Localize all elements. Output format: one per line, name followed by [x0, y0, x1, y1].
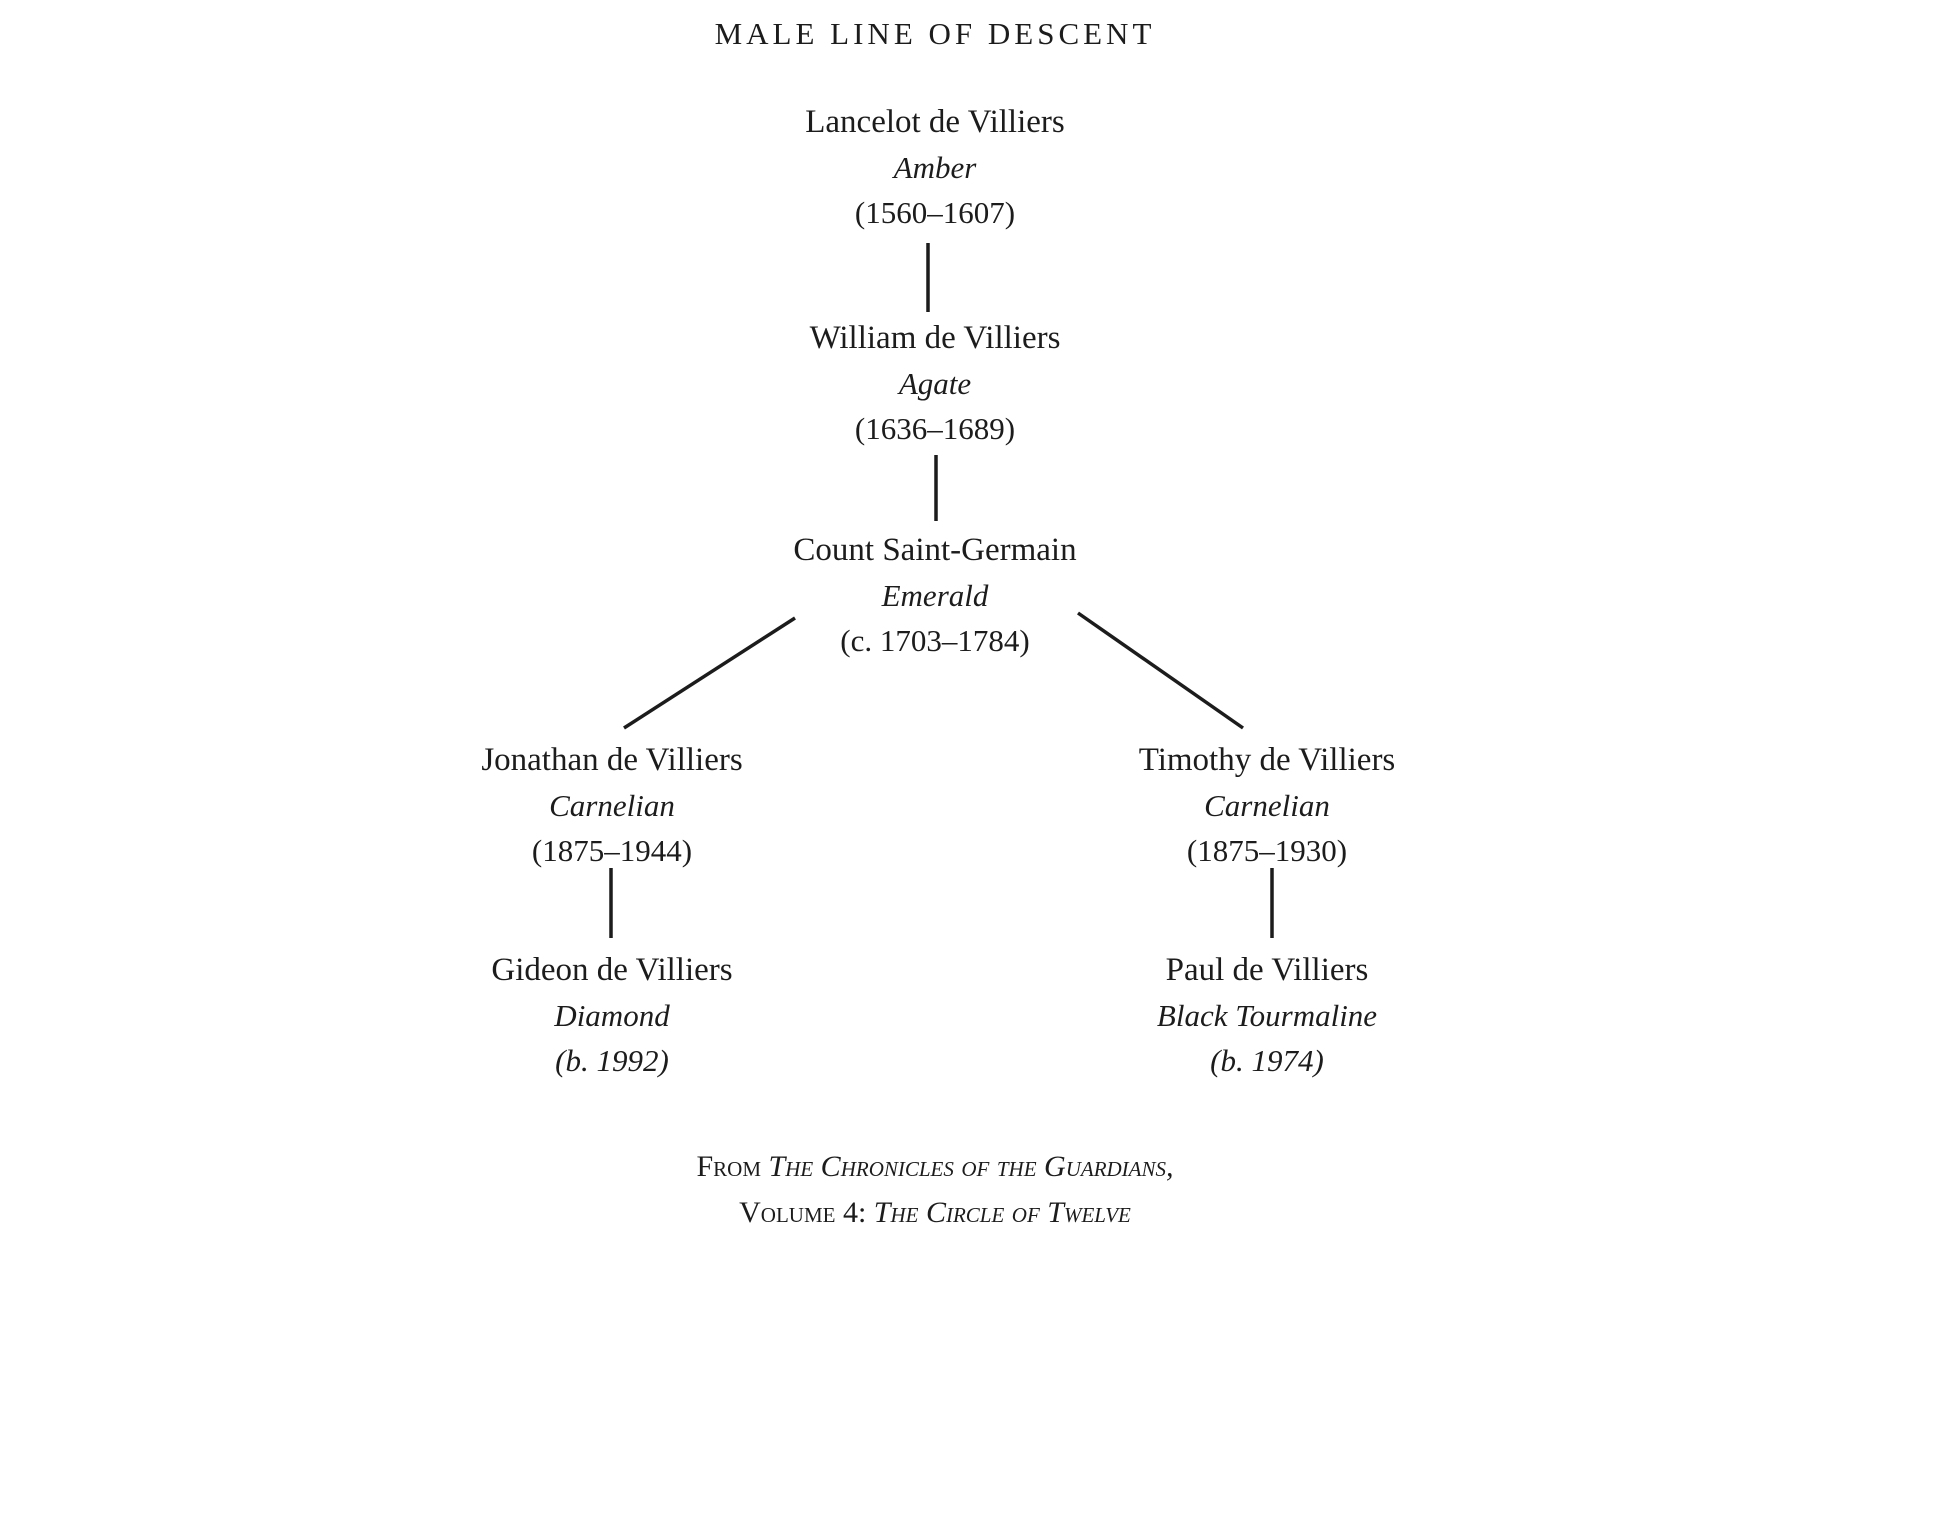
- citation-line-1: From The Chronicles of the Guardians,: [696, 1144, 1173, 1190]
- person-dates: (1875–1930): [1186, 833, 1348, 868]
- connector-saintgermain-jonathan: [623, 616, 796, 730]
- person-stone: Black Tourmaline: [1156, 998, 1378, 1033]
- person-dates: (b. 1974): [1210, 1043, 1324, 1078]
- person-dates: (1875–1944): [531, 833, 693, 868]
- person-name: Jonathan de Villiers: [481, 742, 743, 778]
- diagram-title: MALE LINE OF DESCENT: [714, 16, 1156, 51]
- person-node-lancelot: Lancelot de Villiers Amber (1560–1607): [805, 100, 1065, 235]
- citation-line-2: Volume 4: The Circle of Twelve: [696, 1190, 1173, 1236]
- source-citation: From The Chronicles of the Guardians, Vo…: [696, 1144, 1173, 1236]
- person-stone: Carnelian: [1204, 788, 1330, 823]
- person-name: Count Saint-Germain: [793, 532, 1077, 568]
- person-stone: Emerald: [881, 578, 989, 613]
- person-node-paul: Paul de Villiers Black Tourmaline (b. 19…: [1157, 948, 1377, 1083]
- person-name: Timothy de Villiers: [1138, 742, 1396, 778]
- citation-book-title: The Chronicles of the Guardians,: [768, 1150, 1174, 1183]
- person-node-jonathan: Jonathan de Villiers Carnelian (1875–194…: [481, 738, 742, 873]
- person-node-timothy: Timothy de Villiers Carnelian (1875–1930…: [1139, 738, 1396, 873]
- person-stone: Diamond: [554, 998, 670, 1033]
- person-name: Gideon de Villiers: [491, 952, 733, 988]
- person-node-william: William de Villiers Agate (1636–1689): [810, 316, 1061, 451]
- person-dates: (c. 1703–1784): [840, 623, 1030, 658]
- person-dates: (b. 1992): [555, 1043, 669, 1078]
- citation-volume-title: The Circle of Twelve: [873, 1196, 1131, 1229]
- citation-from-label: From: [696, 1150, 762, 1183]
- person-stone: Amber: [893, 150, 977, 185]
- person-node-gideon: Gideon de Villiers Diamond (b. 1992): [491, 948, 732, 1083]
- citation-volume-label: Volume 4:: [739, 1196, 867, 1229]
- person-dates: (1636–1689): [854, 411, 1016, 446]
- person-dates: (1560–1607): [854, 195, 1016, 230]
- person-stone: Agate: [898, 366, 972, 401]
- person-node-saint-germain: Count Saint-Germain Emerald (c. 1703–178…: [793, 528, 1076, 663]
- person-name: William de Villiers: [809, 320, 1061, 356]
- person-name: Lancelot de Villiers: [805, 104, 1065, 140]
- connector-saintgermain-timothy: [1076, 611, 1245, 730]
- person-stone: Carnelian: [549, 788, 675, 823]
- person-name: Paul de Villiers: [1165, 952, 1369, 988]
